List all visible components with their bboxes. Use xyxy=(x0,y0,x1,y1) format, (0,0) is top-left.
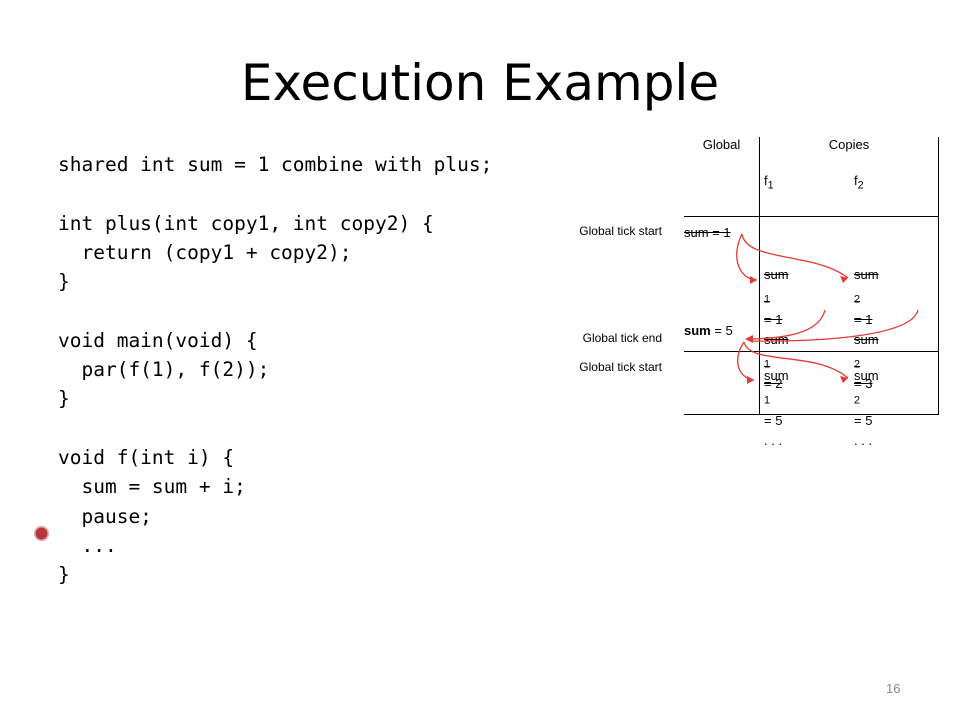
header-global: Global xyxy=(684,137,760,173)
code-line: sum = sum + i; xyxy=(58,475,246,499)
arrow-global-to-f2-tick2 xyxy=(743,341,849,379)
f1-continuation: . . . xyxy=(764,432,783,448)
code-line: return (copy1 + copy2); xyxy=(58,240,352,264)
code-line: void f(int i) { xyxy=(58,445,235,469)
code-block: shared int sum = 1 combine with plus; int… xyxy=(58,150,492,589)
global-sum-final: sum = 5 xyxy=(684,323,733,338)
header-f1: f1 xyxy=(764,173,774,192)
label-global-tick-start-1: Global tick start xyxy=(579,224,662,238)
code-line: } xyxy=(58,387,70,411)
code-line: int plus(int copy1, int copy2) { xyxy=(58,211,434,235)
global-sum-initial: sum = 1 xyxy=(684,225,731,240)
arrowhead-icon xyxy=(745,335,753,343)
arrowhead-icon xyxy=(750,276,757,284)
code-line: par(f(1), f(2)); xyxy=(58,358,270,382)
label-global-tick-end: Global tick end xyxy=(582,331,662,345)
arrowhead-icon xyxy=(747,376,754,384)
slide-number: 16 xyxy=(886,681,901,696)
header-f2: f2 xyxy=(850,173,939,217)
arrow-global-to-f2 xyxy=(741,233,849,279)
arrow-global-to-f1 xyxy=(736,233,758,281)
label-global-tick-start-2: Global tick start xyxy=(579,360,662,374)
code-line: pause; xyxy=(58,504,152,528)
f2-continuation: . . . xyxy=(854,432,873,448)
arrow-f1-to-global xyxy=(749,309,826,340)
code-line: shared int sum = 1 combine with plus; xyxy=(58,153,493,176)
arrow-global-to-f1-tick2 xyxy=(737,341,755,381)
arrowhead-icon xyxy=(840,276,848,283)
code-line: } xyxy=(58,270,70,294)
tick1-global-cell: sum = 1 sum = 5 xyxy=(684,216,760,352)
arrow-f2-to-global xyxy=(749,309,919,342)
code-line: } xyxy=(58,563,70,587)
header-copies: Copies xyxy=(759,137,939,173)
current-line-marker-icon xyxy=(34,526,49,541)
arrowhead-icon xyxy=(840,376,848,383)
code-line: ... xyxy=(58,533,117,557)
slide-title: Execution Example xyxy=(240,54,720,112)
code-line: void main(void) { xyxy=(58,328,258,352)
